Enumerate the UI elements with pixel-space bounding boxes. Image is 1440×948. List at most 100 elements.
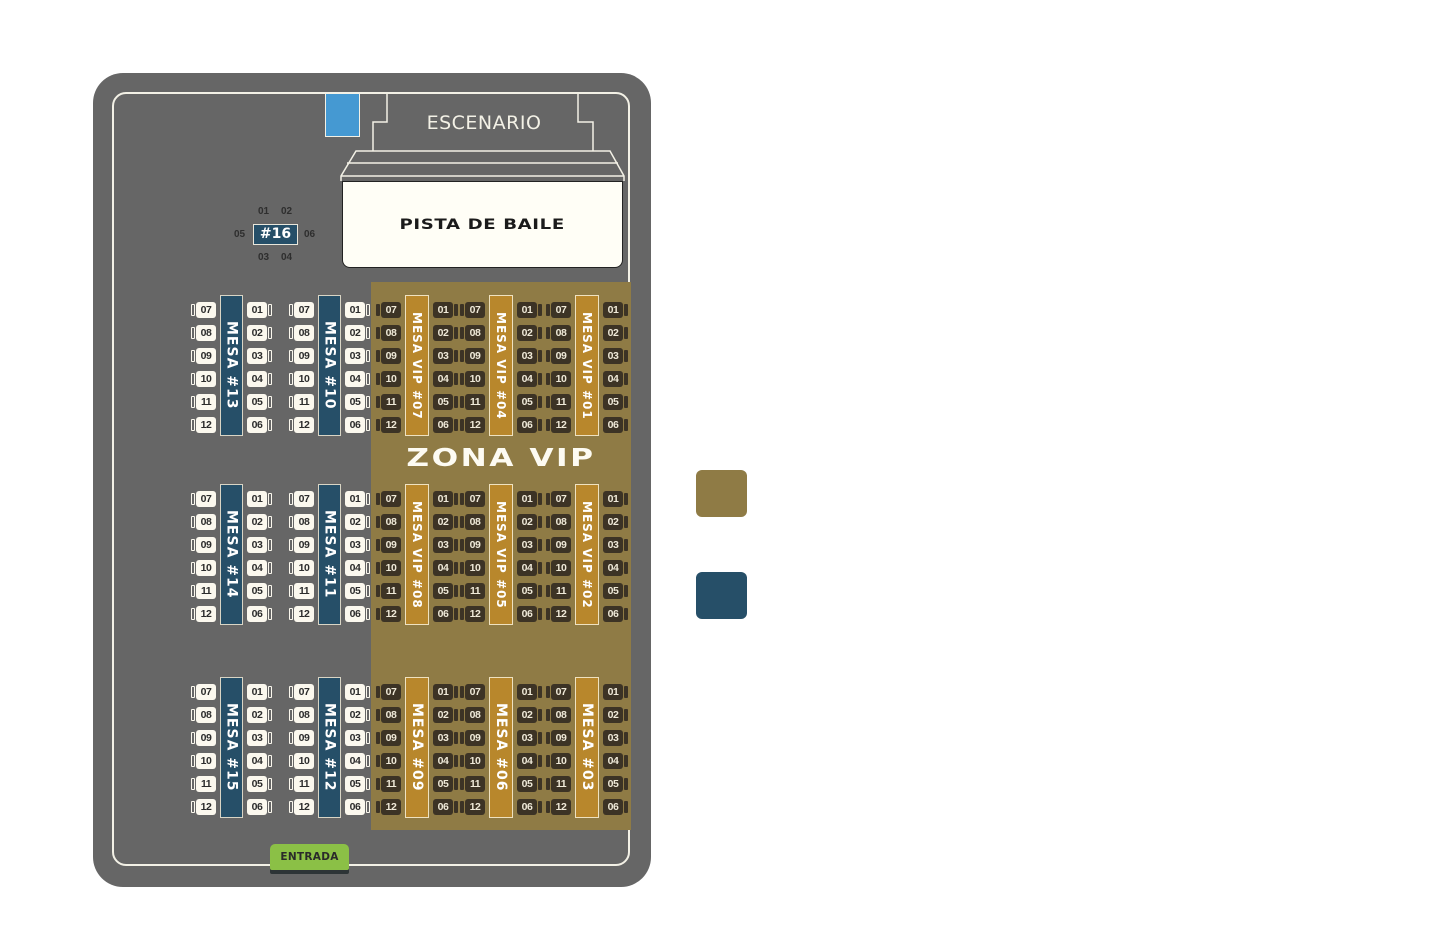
seat[interactable]: 02: [345, 325, 370, 341]
seat[interactable]: 11: [191, 583, 216, 599]
seat[interactable]: 08: [460, 514, 485, 530]
seat[interactable]: 10: [546, 753, 571, 769]
seat[interactable]: 09: [460, 537, 485, 553]
seat[interactable]: 06: [517, 799, 542, 815]
seat[interactable]: 04: [345, 560, 370, 576]
table-mesa-03[interactable]: MESA #03: [575, 677, 599, 818]
seat[interactable]: 10: [460, 560, 485, 576]
seat[interactable]: 03: [247, 730, 272, 746]
seat[interactable]: 04: [247, 371, 272, 387]
seat[interactable]: 05: [345, 583, 370, 599]
table-mesa-vip-07[interactable]: MESA VIP #07: [405, 295, 429, 436]
seat[interactable]: 11: [289, 394, 314, 410]
seat[interactable]: 12: [546, 799, 571, 815]
seat[interactable]: 06: [517, 417, 542, 433]
seat[interactable]: 05: [234, 229, 246, 240]
dance-floor[interactable]: PISTA DE BAILE: [342, 181, 623, 268]
seat[interactable]: 10: [191, 753, 216, 769]
seat[interactable]: 10: [289, 371, 314, 387]
seat[interactable]: 04: [603, 753, 628, 769]
seat[interactable]: 12: [289, 417, 314, 433]
seat[interactable]: 05: [433, 776, 458, 792]
seat[interactable]: 08: [191, 707, 216, 723]
seat[interactable]: 11: [376, 583, 401, 599]
seat[interactable]: 10: [376, 560, 401, 576]
seat[interactable]: 08: [546, 325, 571, 341]
seat[interactable]: 11: [460, 583, 485, 599]
seat[interactable]: 09: [376, 537, 401, 553]
seat[interactable]: 12: [460, 417, 485, 433]
seat[interactable]: 09: [191, 537, 216, 553]
seat[interactable]: 06: [345, 799, 370, 815]
seat[interactable]: 07: [191, 302, 216, 318]
seat[interactable]: 08: [376, 325, 401, 341]
seat[interactable]: 10: [546, 371, 571, 387]
seat[interactable]: 07: [376, 684, 401, 700]
seat[interactable]: 04: [345, 753, 370, 769]
seat[interactable]: 09: [289, 730, 314, 746]
seat[interactable]: 06: [247, 417, 272, 433]
seat[interactable]: 03: [517, 537, 542, 553]
seat[interactable]: 10: [460, 753, 485, 769]
table-mesa-11[interactable]: MESA #11: [318, 484, 341, 625]
seat[interactable]: 07: [289, 302, 314, 318]
seat[interactable]: 11: [376, 776, 401, 792]
seat[interactable]: 01: [345, 684, 370, 700]
seat[interactable]: 03: [345, 537, 370, 553]
entrance[interactable]: ENTRADA: [270, 844, 349, 870]
seat[interactable]: 10: [191, 560, 216, 576]
seat[interactable]: 07: [376, 302, 401, 318]
seat[interactable]: 12: [376, 417, 401, 433]
seat[interactable]: 01: [433, 491, 458, 507]
seat[interactable]: 10: [546, 560, 571, 576]
seat[interactable]: 07: [460, 491, 485, 507]
seat[interactable]: 09: [191, 730, 216, 746]
seat[interactable]: 06: [247, 606, 272, 622]
seat[interactable]: 02: [433, 707, 458, 723]
seat[interactable]: 01: [517, 302, 542, 318]
seat[interactable]: 03: [247, 348, 272, 364]
seat[interactable]: 05: [345, 776, 370, 792]
seat[interactable]: 03: [433, 730, 458, 746]
seat[interactable]: 01: [345, 491, 370, 507]
seat[interactable]: 05: [603, 776, 628, 792]
seat[interactable]: 06: [603, 417, 628, 433]
seat[interactable]: 12: [191, 606, 216, 622]
seat[interactable]: 12: [376, 799, 401, 815]
seat[interactable]: 03: [433, 537, 458, 553]
seat[interactable]: 03: [517, 730, 542, 746]
seat[interactable]: 09: [376, 730, 401, 746]
seat[interactable]: 11: [191, 776, 216, 792]
seat[interactable]: 01: [433, 684, 458, 700]
seat[interactable]: 06: [345, 606, 370, 622]
seat[interactable]: 01: [247, 491, 272, 507]
seat[interactable]: 10: [191, 371, 216, 387]
seat[interactable]: 07: [546, 684, 571, 700]
seat[interactable]: 04: [433, 371, 458, 387]
seat[interactable]: 09: [289, 537, 314, 553]
seat[interactable]: 03: [603, 537, 628, 553]
seat[interactable]: 11: [460, 394, 485, 410]
seat[interactable]: 11: [289, 776, 314, 792]
seat[interactable]: 02: [345, 514, 370, 530]
seat[interactable]: 06: [304, 229, 316, 240]
seat[interactable]: 01: [517, 684, 542, 700]
seat[interactable]: 09: [546, 537, 571, 553]
seat[interactable]: 03: [345, 730, 370, 746]
seat[interactable]: 07: [376, 491, 401, 507]
seat[interactable]: 04: [603, 560, 628, 576]
seat[interactable]: 05: [517, 776, 542, 792]
seat[interactable]: 09: [376, 348, 401, 364]
seat[interactable]: 05: [433, 394, 458, 410]
seat[interactable]: 03: [603, 348, 628, 364]
seat[interactable]: 12: [289, 606, 314, 622]
seat[interactable]: 09: [191, 348, 216, 364]
seat[interactable]: 02: [517, 325, 542, 341]
seat[interactable]: 12: [546, 417, 571, 433]
seat[interactable]: 01: [603, 491, 628, 507]
seat[interactable]: 02: [345, 707, 370, 723]
seat[interactable]: 10: [460, 371, 485, 387]
seat[interactable]: 09: [460, 730, 485, 746]
table-mesa-06[interactable]: MESA #06: [489, 677, 513, 818]
seat[interactable]: 07: [289, 684, 314, 700]
